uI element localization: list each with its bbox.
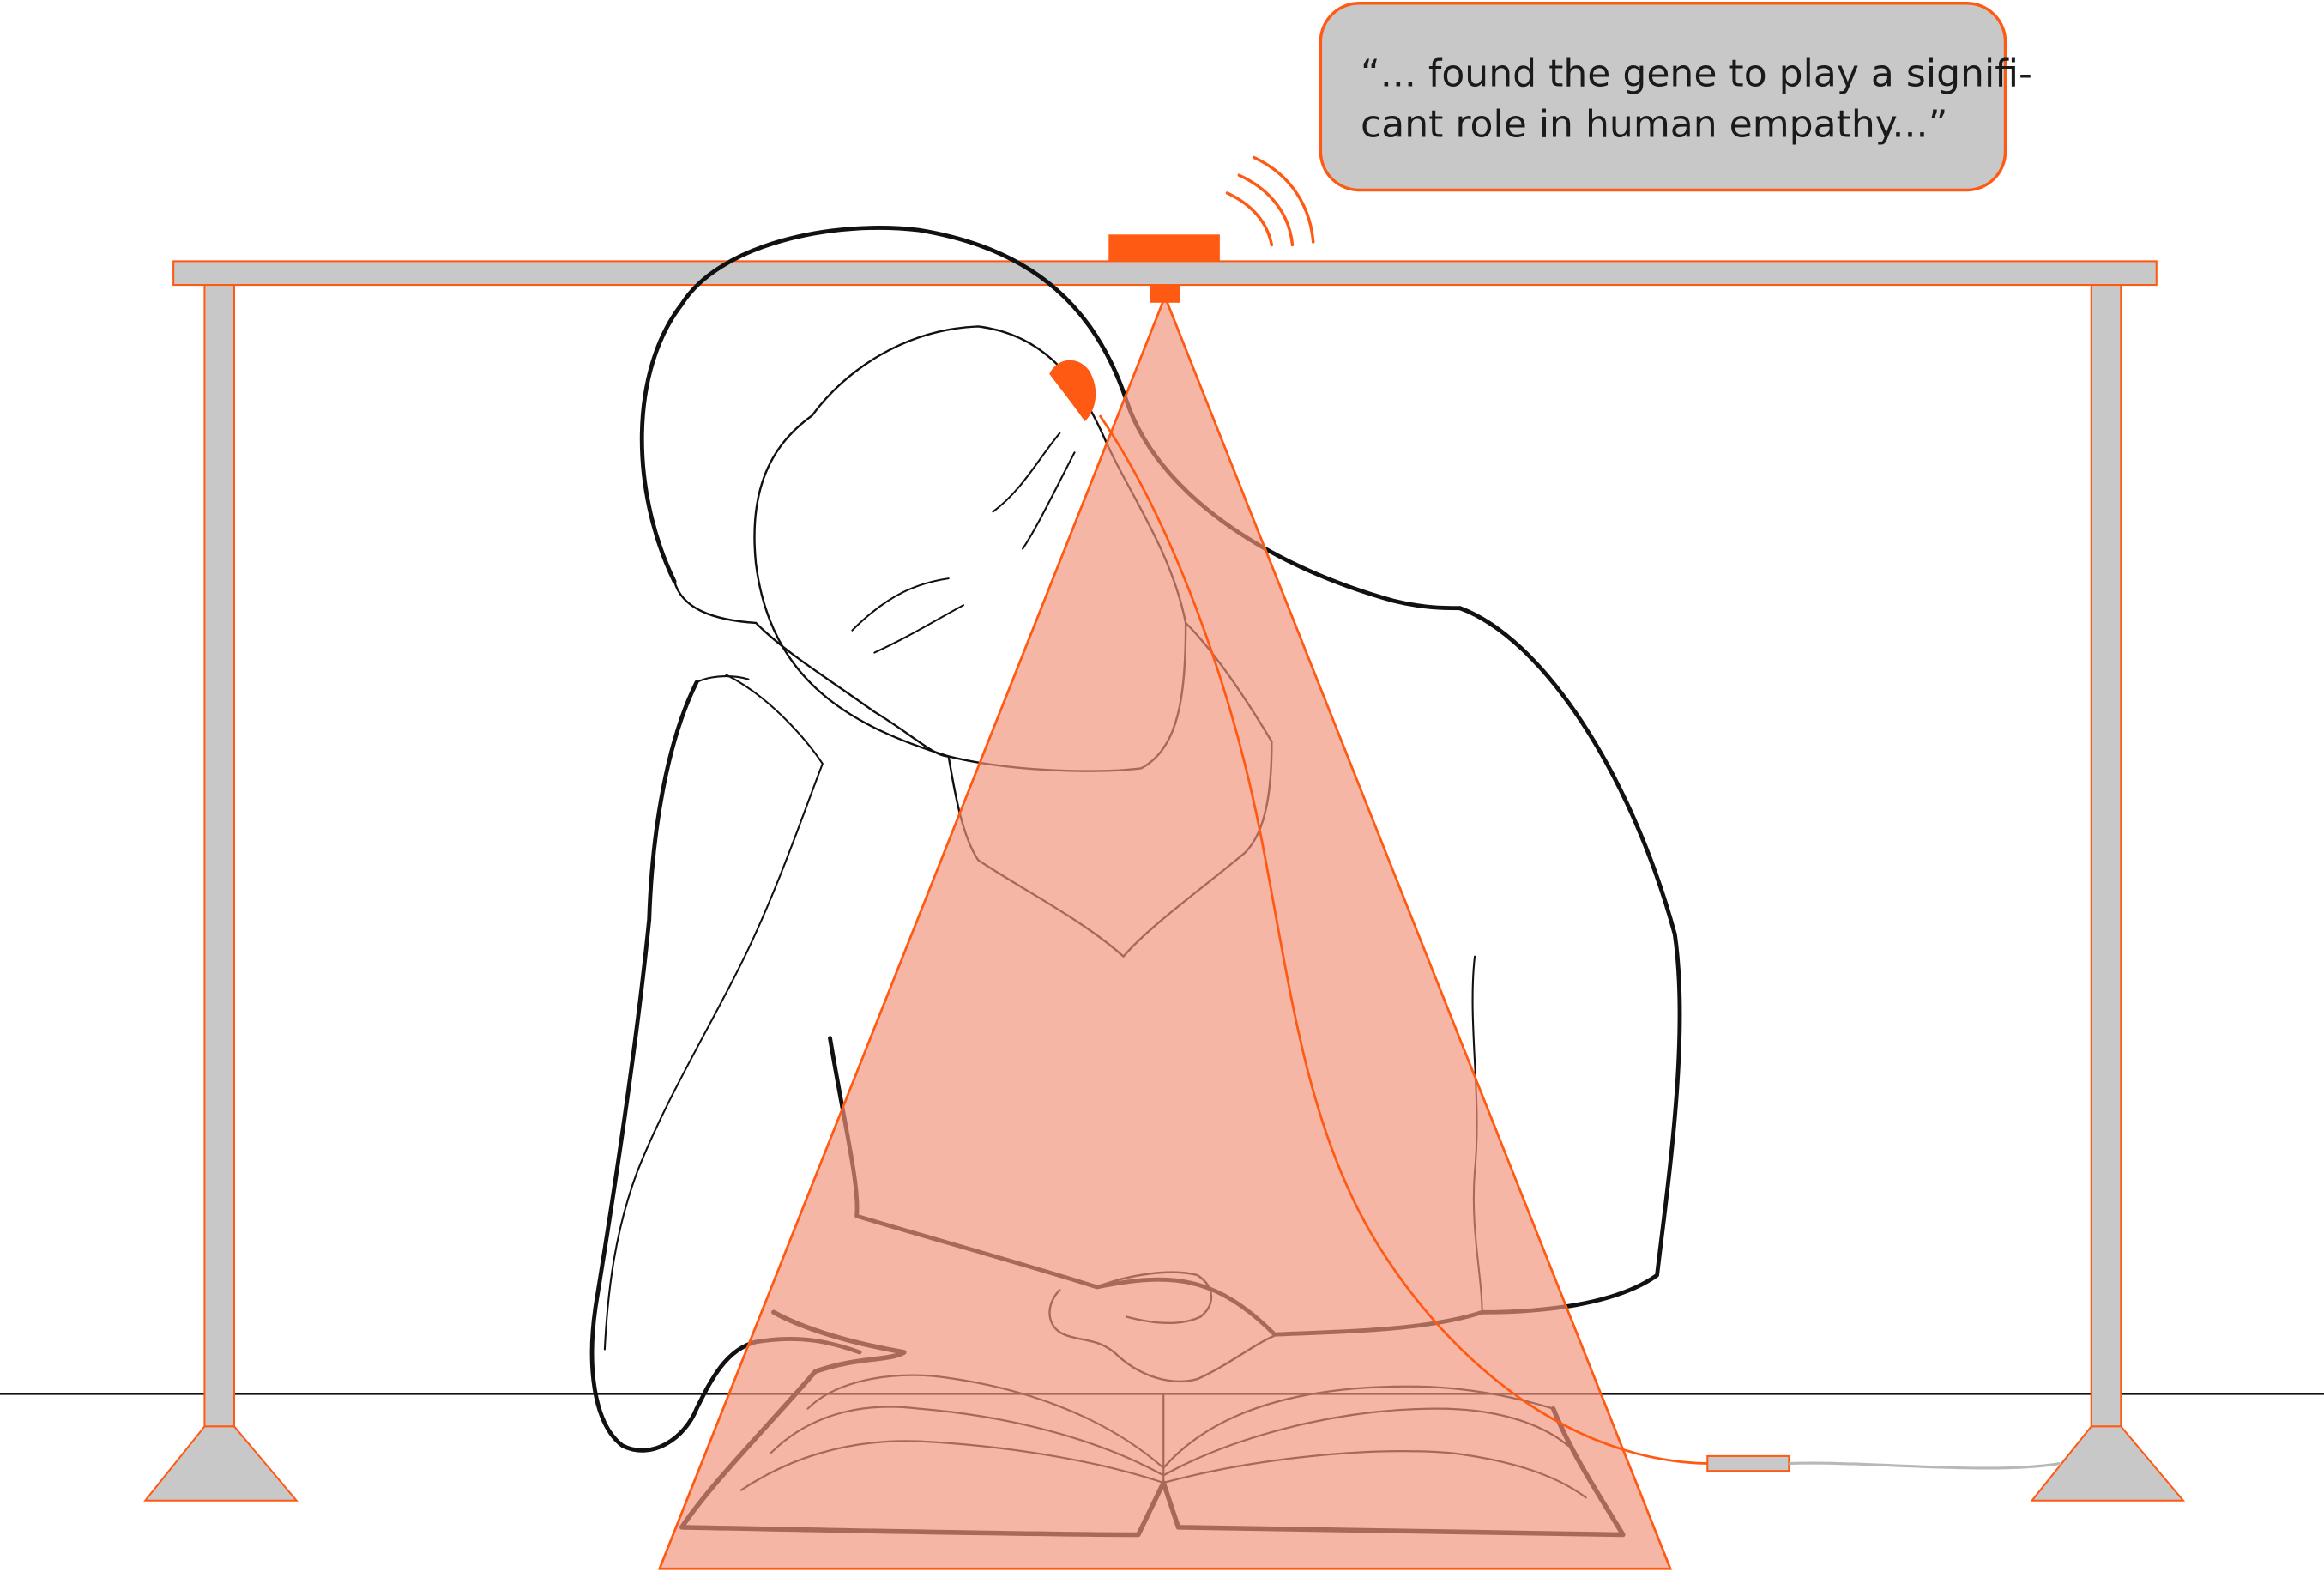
earpiece-icon <box>1049 360 1096 421</box>
connector-cable <box>1789 1461 2061 1470</box>
frame-right-leg <box>2030 284 2186 1502</box>
speech-bubble: “... found the gene to play a signifi- c… <box>1319 2 2032 192</box>
projection-cone <box>657 293 1673 1570</box>
speech-bubble-line-1: “... found the gene to play a signifi- <box>1361 52 2032 96</box>
person-arm-left <box>589 680 862 1453</box>
person-hair <box>639 226 1463 611</box>
earpiece-cable <box>1098 414 1708 1465</box>
person-eye-left-2 <box>873 604 965 654</box>
person-hand-chin <box>673 580 950 758</box>
speech-bubble-line-2: cant role in human empathy...” <box>1361 102 1947 146</box>
connector-icon <box>1706 1454 1790 1472</box>
person-eye-left <box>851 577 950 632</box>
person-eye-lower <box>1022 451 1076 550</box>
frame-crossbar <box>172 260 2158 287</box>
person-wrist <box>695 675 750 684</box>
frame-left-leg <box>143 284 299 1502</box>
sound-waves-icon <box>1225 155 1315 247</box>
person-back <box>1458 606 1682 1315</box>
person-forearm-left <box>603 674 824 1351</box>
person-eye-upper <box>992 432 1061 513</box>
projector-icon <box>1108 234 1220 303</box>
